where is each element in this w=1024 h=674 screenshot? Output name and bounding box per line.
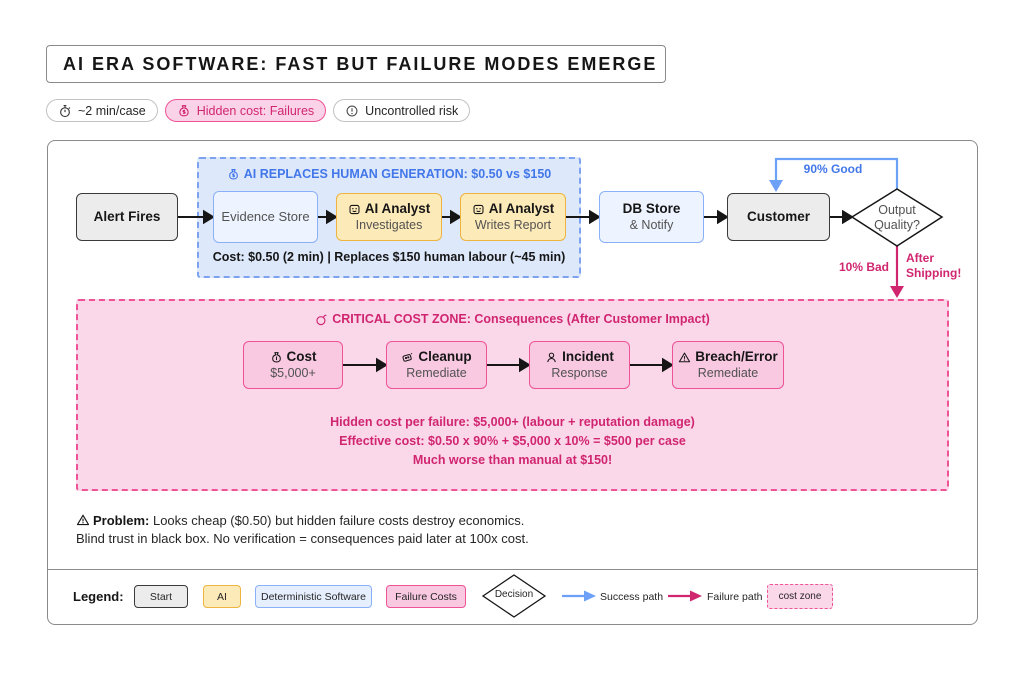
after-shipping-line: Shipping! xyxy=(906,266,962,280)
cost-note-line: Much worse than manual at $150! xyxy=(412,453,613,467)
pill-uncontrolled-risk: Uncontrolled risk xyxy=(333,99,471,122)
decision-line: Quality? xyxy=(874,218,920,232)
node-title: DB Store xyxy=(622,201,681,216)
node-subtitle: Remediate xyxy=(406,366,467,380)
moneybag-icon xyxy=(179,104,189,116)
node-cost: Cost $5,000+ xyxy=(243,341,343,389)
pill-label: Uncontrolled risk xyxy=(365,103,459,118)
pill-label: ~2 min/case xyxy=(78,103,146,118)
legend-cost-zone-swatch: cost zone xyxy=(767,584,833,609)
robot-face-icon xyxy=(473,204,484,214)
page-title-text: AI ERA SOFTWARE: FAST BUT FAILURE MODES … xyxy=(63,53,658,74)
ai-zone-title: AI REPLACES HUMAN GENERATION: $0.50 vs $… xyxy=(199,167,579,181)
node-incident: Incident Response xyxy=(529,341,630,389)
node-cleanup: Cleanup Remediate xyxy=(386,341,487,389)
robot-face-icon xyxy=(349,204,360,214)
node-subtitle: Investigates xyxy=(355,218,423,232)
legend-success-path-label: Success path xyxy=(600,591,664,603)
node-ai-analyst-investigates: AI Analyst Investigates xyxy=(336,193,442,241)
node-subtitle: Remediate xyxy=(697,366,759,380)
node-title: AI Analyst xyxy=(364,201,431,216)
soap-icon xyxy=(402,352,413,362)
cost-note-line: Hidden cost per failure: $5,000+ (labour… xyxy=(330,415,695,429)
legend-divider xyxy=(48,569,977,570)
problem-line-2: Blind trust in black box. No verificatio… xyxy=(76,531,529,546)
node-subtitle: & Notify xyxy=(629,218,674,232)
alert-circle-icon xyxy=(346,105,358,116)
node-subtitle: Writes Report xyxy=(474,218,552,232)
node-customer: Customer xyxy=(727,193,830,241)
node-subtitle: Response xyxy=(551,366,608,380)
node-title: Incident xyxy=(562,349,614,364)
after-shipping-line: After xyxy=(906,251,935,265)
legend-ai-swatch: AI xyxy=(203,585,241,608)
pill-time-per-case: ~2 min/case xyxy=(46,99,158,122)
cost-zone-title: CRITICAL COST ZONE: Consequences (After … xyxy=(78,312,947,326)
person-icon xyxy=(547,352,556,362)
problem-label: Problem: xyxy=(93,513,150,528)
page-title: AI ERA SOFTWARE: FAST BUT FAILURE MODES … xyxy=(46,45,666,83)
moneybag-icon xyxy=(271,351,281,362)
cost-zone-notes: Hidden cost per failure: $5,000+ (labour… xyxy=(78,413,947,470)
legend-failure-path-label: Failure path xyxy=(707,591,763,603)
legend-label: Legend: xyxy=(73,589,124,604)
problem-line-1: Problem: Looks cheap ($0.50) but hidden … xyxy=(76,512,776,530)
node-evidence-store: Evidence Store xyxy=(213,191,318,243)
failure-percent-label: 10% Bad xyxy=(838,260,889,274)
ai-zone-title-text: AI REPLACES HUMAN GENERATION: $0.50 vs $… xyxy=(243,167,552,181)
node-db-store: DB Store & Notify xyxy=(599,191,704,243)
node-title: Cost xyxy=(286,349,317,364)
node-breach-error: Breach/Error Remediate xyxy=(672,341,784,389)
cost-zone-title-text: CRITICAL COST ZONE: Consequences (After … xyxy=(332,312,710,326)
bomb-icon xyxy=(316,314,327,325)
node-label: Evidence Store xyxy=(221,209,310,224)
problem-note: Problem: Looks cheap ($0.50) but hidden … xyxy=(76,512,776,548)
pill-hidden-cost: Hidden cost: Failures xyxy=(164,99,327,122)
diagram-panel: AI REPLACES HUMAN GENERATION: $0.50 vs $… xyxy=(47,140,978,625)
success-path-label: 90% Good xyxy=(803,162,863,176)
legend-failure-costs-swatch: Failure Costs xyxy=(386,585,466,608)
stat-pills: ~2 min/case Hidden cost: Failures Uncont… xyxy=(46,99,471,122)
node-title: AI Analyst xyxy=(488,201,555,216)
decision-line: Output xyxy=(878,203,916,217)
legend-deterministic-swatch: Deterministic Software xyxy=(255,585,372,608)
critical-cost-zone: CRITICAL COST ZONE: Consequences (After … xyxy=(76,299,949,491)
after-shipping-label: After Shipping! xyxy=(906,251,976,281)
cost-note-line: Effective cost: $0.50 x 90% + $5,000 x 1… xyxy=(339,434,686,448)
warning-icon xyxy=(76,514,90,526)
node-output-quality-decision: Output Quality? xyxy=(857,203,937,233)
ai-zone-cost-note: Cost: $0.50 (2 min) | Replaces $150 huma… xyxy=(212,250,566,264)
node-subtitle: $5,000+ xyxy=(270,366,316,380)
node-label: Alert Fires xyxy=(93,209,161,224)
node-title: Cleanup xyxy=(418,349,472,364)
pill-label: Hidden cost: Failures xyxy=(196,103,315,118)
node-title: Breach/Error xyxy=(695,349,778,364)
stopwatch-icon xyxy=(60,104,71,117)
warning-icon xyxy=(679,352,691,362)
node-alert-fires: Alert Fires xyxy=(76,193,178,241)
legend-start-swatch: Start xyxy=(134,585,188,608)
moneybag-icon xyxy=(228,168,238,180)
node-label: Customer xyxy=(746,209,810,224)
problem-text: Looks cheap ($0.50) but hidden failure c… xyxy=(152,513,525,528)
node-ai-analyst-writes-report: AI Analyst Writes Report xyxy=(460,193,566,241)
legend-decision-label: Decision xyxy=(494,589,534,600)
